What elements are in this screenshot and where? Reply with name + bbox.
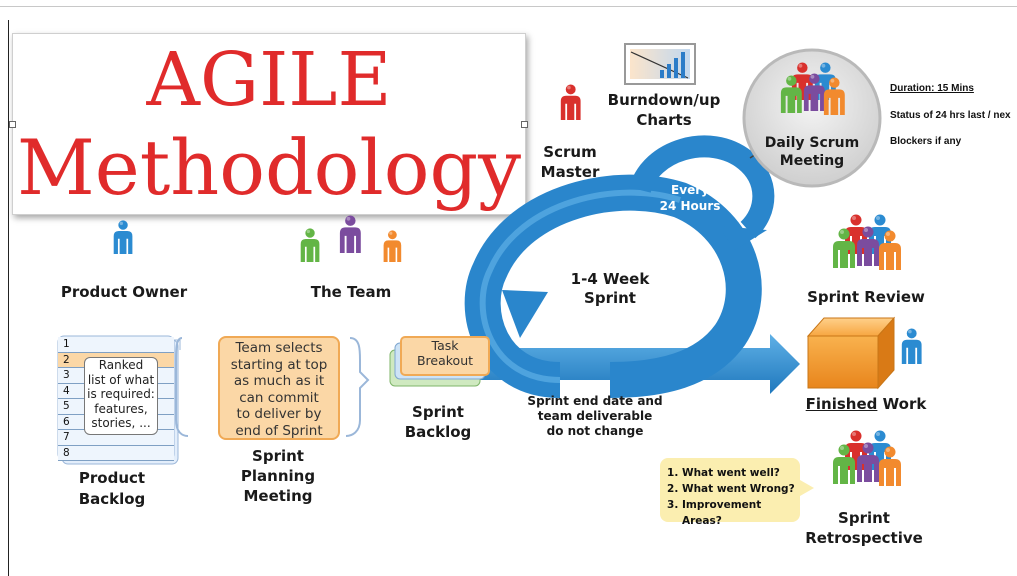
product-owner-icon [113,220,133,254]
sprint-review-person-orange [879,230,901,270]
title-box[interactable]: AGILE Methodology [12,33,526,215]
the-team-label: The Team [310,283,392,301]
resize-handle-left[interactable] [9,121,16,128]
sprint-review-label: Sprint Review [807,288,925,306]
daily-scrum-label: Daily Scrum Meeting [764,135,860,169]
retrospective-person-red [845,430,867,470]
retrospective-person-orange [879,446,901,486]
work-word: Work [877,395,927,413]
sprint-review-person-red [845,214,867,254]
finished-word: Finished [805,395,878,413]
retro-item: Improvement Areas? [682,497,796,529]
daily-scrum-duration: Duration: 15 Mins [890,83,974,94]
every-24-hours-label: Every 24 Hours [659,183,721,213]
task-breakout-card: Task Breakout [400,336,490,376]
daily-scrum-person-red [792,62,813,100]
planning-note: Team selects starting at top as much as … [218,336,340,440]
scrum-master-label: Scrum Master [540,143,600,181]
title-line-1: AGILE [146,37,392,123]
retro-item: What went Wrong? [682,481,796,497]
top-divider [0,6,1017,7]
team-person-purple [339,215,361,253]
backlog-row-8: 8 [58,445,174,461]
retro-item: What went well? [682,465,796,481]
daily-scrum-person-purple [803,73,825,112]
burndown-label: Burndown/up Charts [607,91,721,129]
sprint-cycle-loop [464,174,762,398]
note-pointer [800,480,814,496]
backlog-row-1: 1 [58,337,174,353]
daily-scrum-person-orange [824,77,846,116]
daily-scrum-person-green [780,75,802,114]
ranked-list-note: Ranked list of what is required: feature… [84,357,158,435]
team-person-green [300,228,320,262]
product-backlog-label: Product Backlog [78,469,146,508]
finished-work-cube [806,316,896,390]
finished-work-label: Finished Work [796,395,936,413]
title-line-2: Methodology [16,123,522,212]
retrospective-person-green [833,444,855,484]
daily-scrum-blockers: Blockers if any [890,136,962,147]
resize-handle-right[interactable] [521,121,528,128]
sprint-planning-label: Sprint Planning Meeting [240,447,316,505]
sprint-constraint-note: Sprint end date and team deliverable do … [527,394,663,438]
sprint-backlog-label: Sprint Backlog [404,403,472,441]
sprint-review-person-green [833,228,855,268]
sprint-retrospective-label: Sprint Retrospective [805,509,923,547]
retro-question-list: What went well? What went Wrong? Improve… [664,465,796,529]
daily-cycle-loop [629,135,775,250]
burndown-chart-graphic [624,43,696,85]
sprint-review-person-purple [857,226,879,266]
left-divider [8,20,9,576]
product-owner-label: Product Owner [60,283,188,301]
retrospective-person-purple [857,442,879,482]
team-person-orange [383,230,401,262]
scrum-master-icon [561,84,581,120]
sprint-duration-label: 1-4 Week Sprint [570,270,650,307]
daily-scrum-status: Status of 24 hrs last / nex [890,110,1011,121]
retro-questions-note: What went well? What went Wrong? Improve… [660,458,800,527]
finished-work-person-icon [902,328,922,364]
